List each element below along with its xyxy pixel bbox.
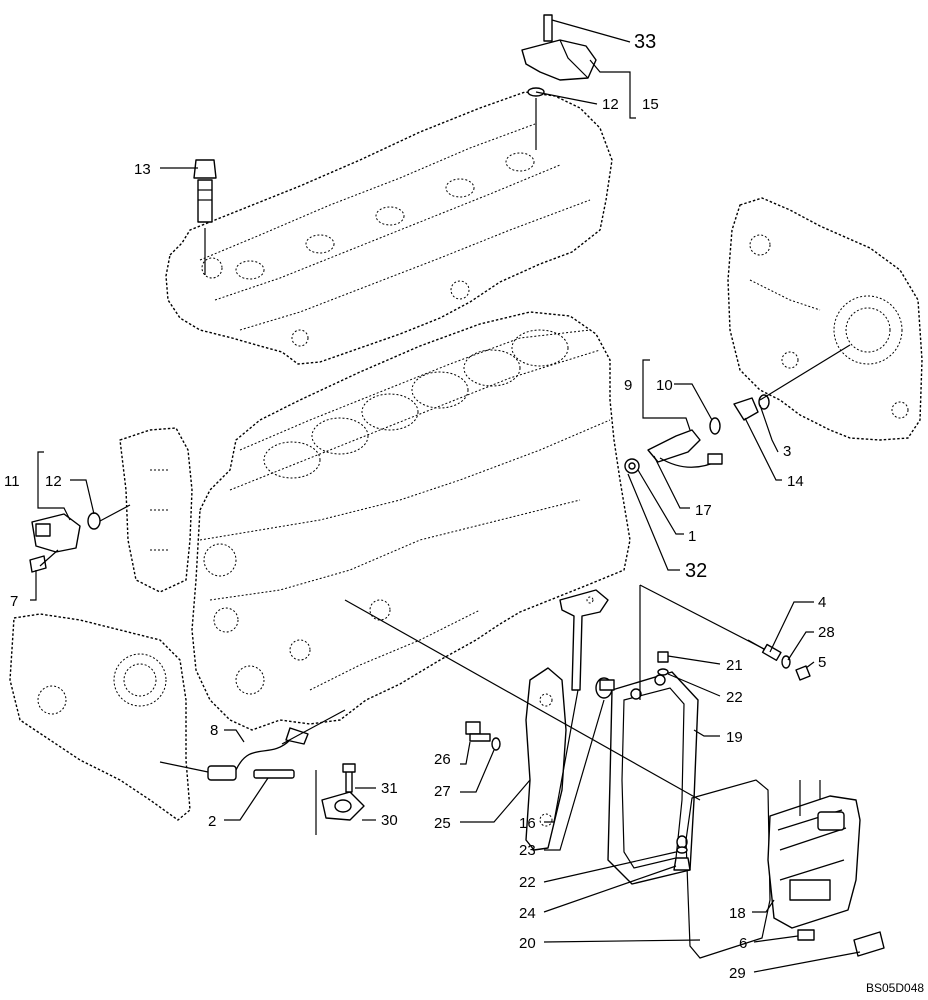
callout-c20: 20 [519,935,536,952]
callout-c1: 1 [688,528,696,545]
callout-c31: 31 [381,780,398,797]
callout-c21: 21 [726,657,743,674]
coolant-temperature-sensor [193,159,217,275]
callout-c8: 8 [210,722,218,739]
callout-c27: 27 [434,783,451,800]
callout-c14: 14 [787,473,804,490]
diagram-reference-code: BS05D048 [866,981,924,995]
callout-c3: 3 [783,443,791,460]
callout-c6: 6 [739,935,747,952]
callout-c12a: 12 [602,96,619,113]
callout-c17: 17 [695,502,712,519]
callout-c19: 19 [726,729,743,746]
crankshaft-sensor-harness [159,709,346,835]
callout-c10: 10 [656,377,673,394]
callout-c16: 16 [519,815,536,832]
callout-c11: 11 [4,473,20,490]
bolt-washer-26-27 [465,721,501,751]
callout-c2: 2 [208,813,216,830]
flywheel-housing [727,197,923,441]
callout-c25: 25 [434,815,451,832]
speed-sensor-assembly [624,344,851,474]
callout-c26: 26 [434,751,451,768]
callout-c28: 28 [818,624,835,641]
callout-c4: 4 [818,594,826,611]
callout-c7: 7 [10,593,18,610]
callout-c33: 33 [634,31,656,53]
ecu-module [767,780,861,929]
callout-c22a: 22 [726,689,743,706]
ecu-gasket [685,779,771,959]
leader-lines [30,19,861,973]
engine-block [191,311,631,731]
callout-c24: 24 [519,905,536,922]
callout-c30: 30 [381,812,398,829]
callout-c15: 15 [642,96,659,113]
callout-c29: 29 [729,965,746,982]
clamp-bracket [321,763,365,821]
boost-pressure-sensor [521,14,597,150]
callout-c9: 9 [624,377,632,394]
callout-c23: 23 [519,842,536,859]
small-bolts [599,651,815,941]
callout-c22b: 22 [519,874,536,891]
callout-c5: 5 [818,654,826,671]
connector-cover [853,931,885,957]
timing-cover [9,427,193,821]
callout-c13: 13 [134,161,151,178]
callout-c18: 18 [729,905,746,922]
cylinder-head [165,91,613,365]
camshaft-sensor [29,504,131,573]
callout-c32: 32 [685,560,707,582]
stud-washer-nut [747,639,811,681]
callout-c12b: 12 [45,473,62,490]
ecu-mounting-bracket [525,589,609,851]
